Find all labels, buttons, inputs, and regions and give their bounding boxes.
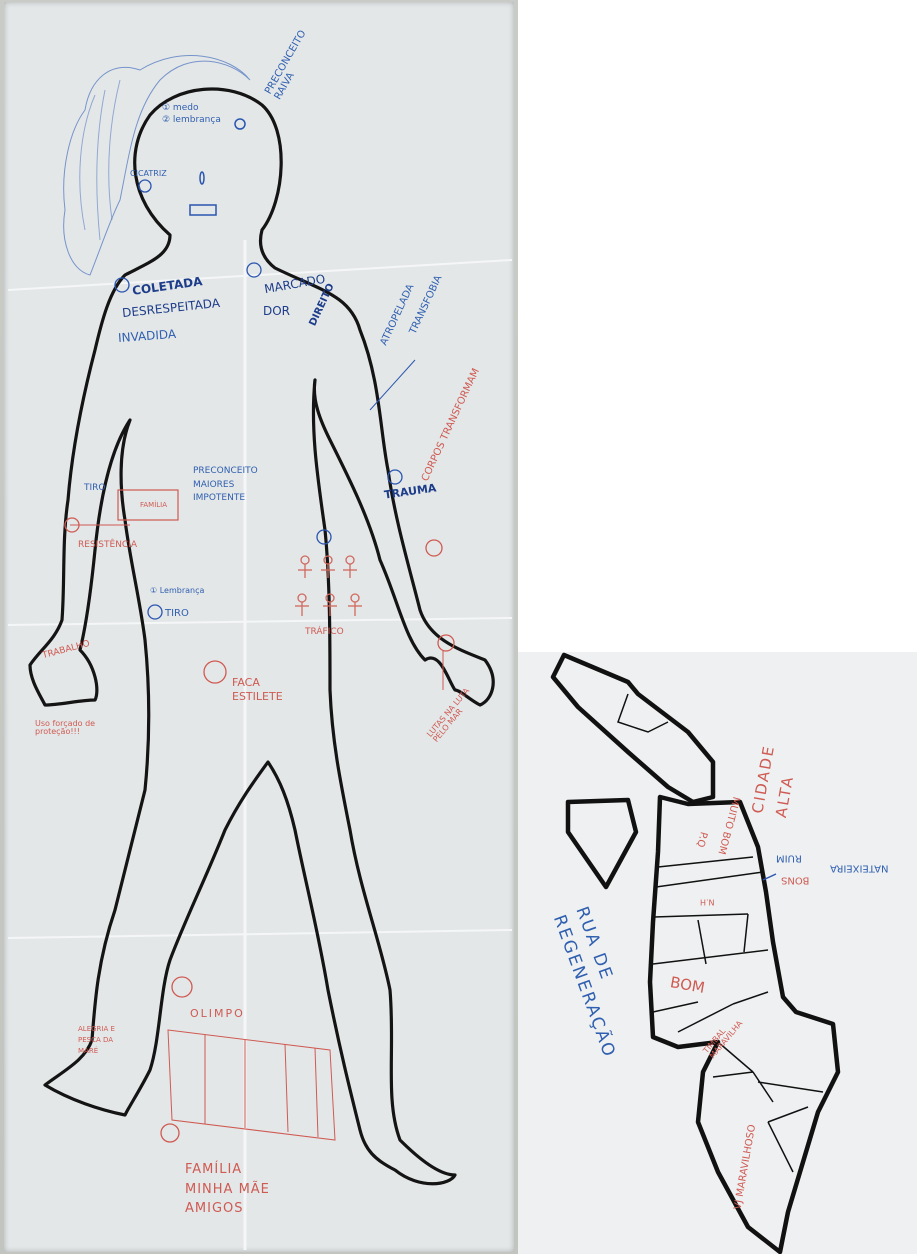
label-olimpo: OLIMPO (190, 1008, 245, 1020)
label-faca-estilete: FACA ESTILETE (232, 676, 292, 705)
label-nateixeira: NATEIXEIRA (830, 862, 888, 873)
neighborhood-map-photo: CIDADE ALTA MUITO BOM P.Q NATEIXEIRA RUI… (518, 652, 917, 1254)
label-trafico: TRÁFICO (305, 628, 344, 637)
label-lembranca-tiro: ① Lembrança (150, 587, 204, 595)
label-uso-forcado: Uso forçado de proteção!!! (35, 720, 125, 737)
body-silhouette (30, 89, 493, 1184)
label-preconceito-maiores-impotente: PRECONCEITO MAIORES IMPOTENTE (193, 465, 283, 506)
body-outline-drawing (0, 0, 518, 1254)
label-tiro-body: TIRO (165, 609, 189, 620)
label-alegria-mare: ALEGRIA E PESCA DA MARÉ (78, 1024, 123, 1058)
olimpo-drawing (168, 1030, 335, 1140)
label-tiro-arm: TIRO (84, 484, 106, 493)
label-familia: FAMÍLIA (140, 502, 167, 509)
label-ruim: RUIM (776, 852, 802, 863)
label-medo: ① medo (162, 104, 198, 113)
label-resistencia: RESISTÊNCIA (78, 541, 137, 550)
label-bons: BONS (781, 874, 809, 885)
label-nh: N.H (700, 897, 715, 905)
label-dor: DOR (263, 305, 290, 318)
label-cicatriz: CICATRIZ (130, 170, 167, 178)
body-map-photo: PRECONCEITO RAIVA ① medo ② lembrança CIC… (0, 0, 518, 1254)
label-familia-amigos: FAMÍLIA MINHA MÃE AMIGOS (185, 1160, 285, 1219)
label-lembranca: ② lembrança (162, 116, 221, 125)
